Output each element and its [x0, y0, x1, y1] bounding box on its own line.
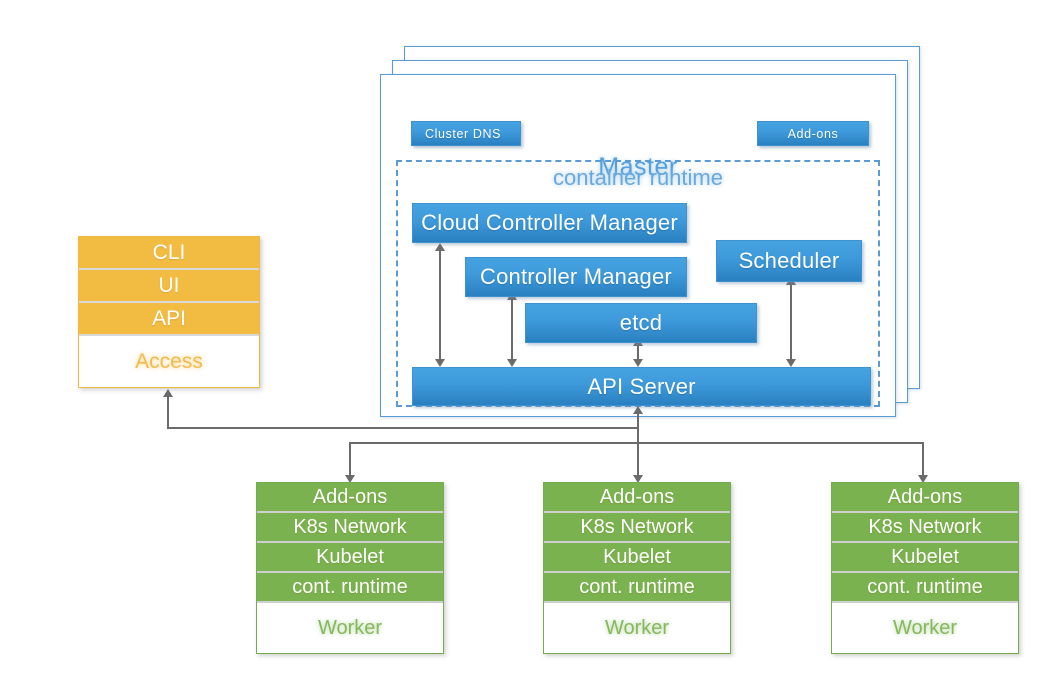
worker-3-row-kubelet[interactable]: Kubelet	[832, 543, 1018, 573]
connector-scheduler-apiserver	[790, 282, 792, 361]
worker-2-footer-label: Worker	[544, 603, 730, 653]
badge-add-ons[interactable]: Add-ons	[757, 121, 869, 146]
arrow-down-worker-1	[345, 475, 355, 483]
worker-1-row-cont-runtime[interactable]: cont. runtime	[257, 573, 443, 603]
container-runtime-title: container runtime	[553, 165, 723, 190]
worker-2-row-addons[interactable]: Add-ons	[544, 483, 730, 513]
arrow-down-etcd	[633, 359, 643, 367]
worker-node-3[interactable]: Add-ons K8s Network Kubelet cont. runtim…	[831, 482, 1019, 654]
worker-1-footer-label: Worker	[257, 603, 443, 653]
arrow-up-ccm	[435, 243, 445, 251]
component-controller-manager[interactable]: Controller Manager	[465, 257, 687, 297]
connector-access-vertical	[167, 396, 169, 429]
connector-etcd-apiserver	[637, 343, 639, 361]
arrow-down-cm	[507, 359, 517, 367]
component-etcd[interactable]: etcd	[525, 303, 757, 343]
worker-3-footer-label: Worker	[832, 603, 1018, 653]
connector-worker-3-drop	[922, 442, 924, 480]
worker-1-row-kubelet[interactable]: Kubelet	[257, 543, 443, 573]
connector-apiserver-down	[637, 413, 639, 480]
connector-worker-1-drop	[349, 442, 351, 480]
worker-2-row-k8s-network[interactable]: K8s Network	[544, 513, 730, 543]
worker-2-row-cont-runtime[interactable]: cont. runtime	[544, 573, 730, 603]
component-cloud-controller-manager[interactable]: Cloud Controller Manager	[412, 203, 687, 243]
arrow-up-apiserver-bus	[633, 406, 643, 414]
worker-node-2[interactable]: Add-ons K8s Network Kubelet cont. runtim…	[543, 482, 731, 654]
arrow-down-worker-2	[633, 475, 643, 483]
arrow-up-access	[163, 389, 173, 397]
arrow-down-ccm	[435, 359, 445, 367]
access-row-api[interactable]: API	[79, 303, 259, 336]
connector-worker-bus	[349, 442, 924, 444]
access-row-ui[interactable]: UI	[79, 270, 259, 303]
connector-cm-apiserver	[511, 297, 513, 361]
arrow-down-worker-3	[918, 475, 928, 483]
worker-3-row-k8s-network[interactable]: K8s Network	[832, 513, 1018, 543]
master-title: Master	[598, 153, 678, 181]
access-footer-label: Access	[79, 336, 259, 387]
connector-ccm-apiserver	[439, 248, 441, 361]
worker-2-row-kubelet[interactable]: Kubelet	[544, 543, 730, 573]
worker-1-row-addons[interactable]: Add-ons	[257, 483, 443, 513]
worker-node-1[interactable]: Add-ons K8s Network Kubelet cont. runtim…	[256, 482, 444, 654]
component-api-server[interactable]: API Server	[412, 367, 871, 406]
badge-cluster-dns[interactable]: Cluster DNS	[411, 121, 521, 146]
arrow-down-scheduler	[786, 359, 796, 367]
worker-3-row-addons[interactable]: Add-ons	[832, 483, 1018, 513]
worker-1-row-k8s-network[interactable]: K8s Network	[257, 513, 443, 543]
worker-3-row-cont-runtime[interactable]: cont. runtime	[832, 573, 1018, 603]
component-scheduler[interactable]: Scheduler	[716, 240, 862, 282]
connector-access-horizontal	[167, 427, 638, 429]
access-stack[interactable]: CLI UI API Access	[78, 236, 260, 388]
access-row-cli[interactable]: CLI	[79, 237, 259, 270]
